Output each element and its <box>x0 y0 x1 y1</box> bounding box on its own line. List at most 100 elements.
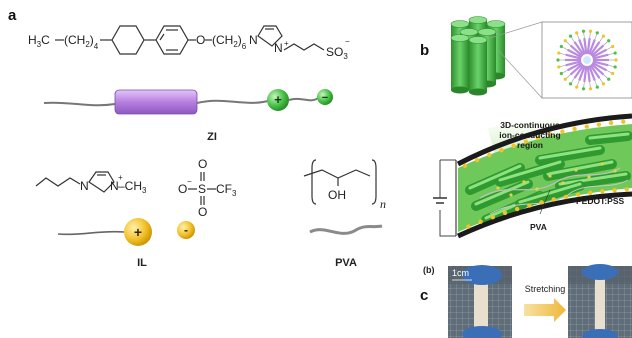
il-structure: N N + –CH3 O O − S CF3 O <box>35 157 237 219</box>
pva-structure: OH n PVA <box>303 159 386 269</box>
ion-dot <box>502 210 508 216</box>
micelle-rod <box>590 63 605 76</box>
zi-n2-charge: + <box>284 39 289 48</box>
il-o-bottom: O <box>198 205 207 219</box>
micelle-headgroup <box>595 85 599 89</box>
ion-dot <box>509 193 513 197</box>
zi-cation-sphere <box>267 89 289 111</box>
ion-dot <box>600 162 604 166</box>
film-cylinder <box>495 159 565 187</box>
micelle-headgroup <box>563 39 567 43</box>
zi-anion-sphere <box>317 89 333 105</box>
micelle-rod <box>588 39 596 55</box>
ion-dot <box>551 197 556 202</box>
ion-dot <box>624 187 629 192</box>
zi-so3-charge: − <box>345 37 350 46</box>
bundle-cylinder <box>468 36 488 96</box>
micelle-headgroup <box>613 65 617 69</box>
film-cylinder <box>515 181 585 209</box>
micelle-headgroup <box>601 82 606 86</box>
ion-dot <box>548 174 552 178</box>
circuit-wire <box>439 159 456 237</box>
ion-dot <box>535 187 539 191</box>
micelle-headgroup <box>601 34 606 38</box>
photo-after <box>568 264 632 338</box>
pva-chain <box>479 167 621 199</box>
film-cylinders <box>465 131 632 225</box>
micelle-rod <box>573 41 585 56</box>
film-cylinder <box>471 179 533 211</box>
region-label-line1: 3D-continuous <box>500 120 560 130</box>
zi-minus-sign: − <box>322 92 328 104</box>
ion-dot <box>561 181 565 185</box>
film-cylinder <box>543 159 617 181</box>
micelle-rod <box>578 65 586 81</box>
micelle-headgroup <box>559 44 563 49</box>
pva-n: n <box>380 197 386 211</box>
ion-dot <box>474 157 480 163</box>
ion-dot <box>466 224 471 229</box>
ion-dot <box>478 219 483 224</box>
micelle-headgroup <box>575 85 579 89</box>
glove-top-after <box>582 264 618 280</box>
ion-dot <box>487 152 492 158</box>
ion-dot <box>575 192 581 197</box>
film-cylinder <box>465 163 525 195</box>
micelle-rod <box>592 60 609 67</box>
micelle-headgroup <box>611 44 615 49</box>
ion-dot <box>499 148 504 153</box>
micelle-headgroup <box>556 58 560 62</box>
micelle-rod <box>569 44 584 57</box>
micelle-rod <box>586 65 591 82</box>
il-o-minus: O <box>178 182 187 196</box>
micelle-rod <box>589 41 601 56</box>
device-schematic: 3D-continuous ion-conducting region PVA … <box>433 113 632 239</box>
micelle-rod <box>567 61 583 72</box>
photo-before: 1cm <box>448 265 512 338</box>
ion-dot <box>490 214 495 220</box>
pva-oh: OH <box>328 188 346 202</box>
sample-strip-after <box>595 270 605 338</box>
scale-label: 1cm <box>452 268 469 278</box>
film-cylinder <box>535 145 605 165</box>
il-o-top: O <box>198 157 207 171</box>
micelle-rod <box>583 38 588 55</box>
cyclohexane-ring <box>111 25 145 55</box>
pva-label: PVA <box>335 257 357 269</box>
zi-ch2-left: (CH2)4 <box>64 33 99 51</box>
zi-oxygen: O <box>196 33 205 47</box>
ion-dot <box>574 168 578 172</box>
panel-label-a: a <box>8 7 17 24</box>
il-sulfur: S <box>198 182 206 196</box>
micelle-headgroup <box>588 87 593 91</box>
ion-dot <box>584 124 589 129</box>
ion-dot <box>621 119 626 124</box>
ion-dot <box>462 163 468 168</box>
micelle-rod <box>565 60 582 67</box>
ion-dot <box>496 186 500 190</box>
il-n2: N <box>110 179 119 193</box>
micelle-headgroup <box>581 87 586 91</box>
ion-dot <box>588 190 593 196</box>
zi-structure: H3C (CH2)4 O (CH2)6 N N + SO3 − <box>28 25 350 61</box>
bundle-cylinder <box>450 34 470 94</box>
arrow-shape <box>524 298 566 322</box>
zi-label: ZI <box>207 131 217 143</box>
pva-pointer <box>539 189 551 215</box>
il-label: IL <box>137 257 147 269</box>
glove-bottom-before <box>462 326 502 338</box>
micelle-rod <box>586 38 591 55</box>
il-o-minus-charge: − <box>187 177 192 186</box>
micelle-rod <box>567 48 583 59</box>
micelle-rod <box>569 63 584 76</box>
pva-chain <box>489 179 629 215</box>
ion-dot <box>548 132 553 137</box>
il-anion-sphere <box>177 221 195 239</box>
zi-imidazolium-ring <box>257 25 283 47</box>
micelle-headgroup <box>581 29 586 33</box>
il-cartoon: + - IL <box>57 218 195 269</box>
zi-cartoon: + − ZI <box>43 89 333 143</box>
micelle-headgroup <box>557 51 561 55</box>
electrode-top <box>456 113 632 167</box>
